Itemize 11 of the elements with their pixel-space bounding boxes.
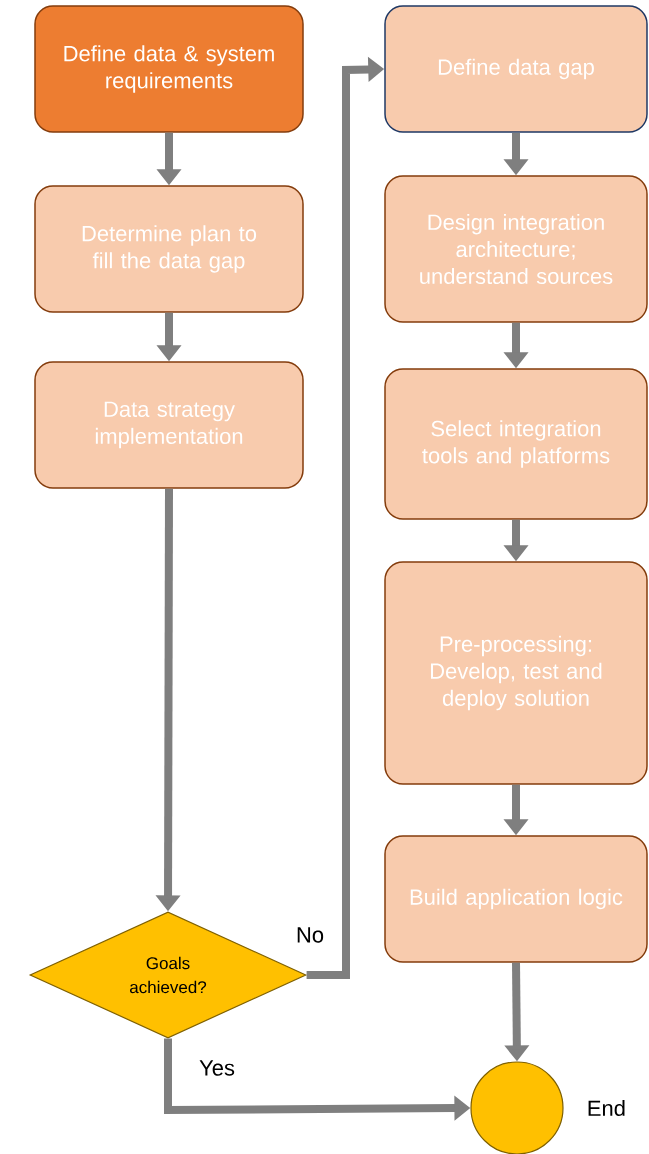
process-box: Define data & system requirements [34,5,304,133]
process-box: Select integration tools and platforms [384,368,648,520]
process-box: Data strategy implementation [34,361,304,489]
process-box: Pre-processing: Develop, test and deploy solution [384,561,648,785]
end-circle [470,1061,564,1154]
process-box: Define data gap [384,5,648,133]
process-box: Design integration architecture; understand sources [384,175,648,323]
process-box: Determine plan to fill the data gap [34,185,304,313]
process-box: Build application logic [384,835,648,963]
side-label: End [588,1099,625,1117]
edge-label: Yes [199,1060,235,1076]
